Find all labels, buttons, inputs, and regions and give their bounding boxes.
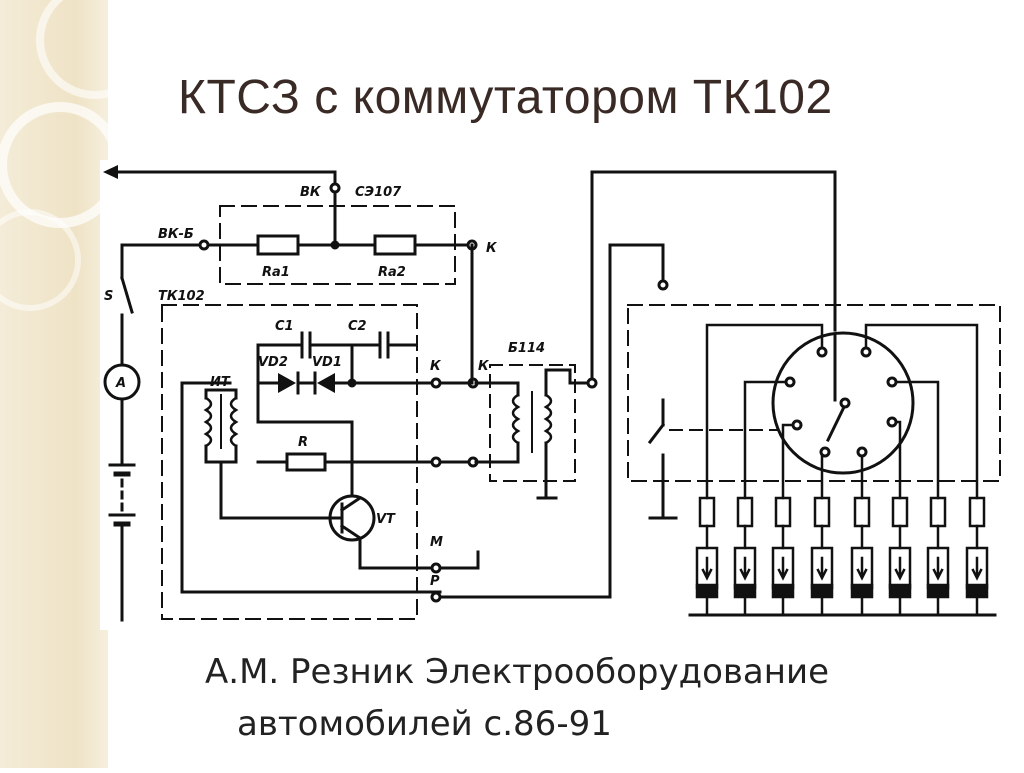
slide-title: КТСЗ с коммутатором ТК102	[178, 71, 833, 124]
label-p: Р	[430, 574, 440, 589]
breaker-contact	[647, 398, 791, 520]
label-vt: VT	[376, 512, 396, 527]
label-tk102: ТК102	[158, 289, 205, 304]
vk-wire	[103, 165, 341, 194]
label-ra1: Ra1	[262, 265, 290, 280]
ignition-coil-frame	[489, 364, 576, 482]
label-k-coil: К	[478, 359, 490, 374]
transistor-vt	[328, 494, 480, 570]
label-r: R	[298, 435, 308, 450]
label-vk-b: ВК-Б	[158, 227, 194, 242]
ignition-circuit-diagram: ВК СЭ107 ВК-Б К Ra1 Ra2 S ТК102 С1 С2 VD…	[103, 165, 1001, 622]
hv-wire	[590, 170, 837, 381]
label-c1: С1	[275, 319, 294, 334]
label-it: ИТ	[210, 375, 231, 390]
slide-caption: А.М. Резник Электрооборудование автомоби…	[205, 646, 985, 750]
label-m: М	[430, 535, 443, 550]
ignition-coil	[474, 368, 598, 500]
tk102-frame	[161, 304, 418, 620]
label-vk: ВК	[300, 185, 322, 200]
distributor-cap	[771, 331, 915, 475]
additional-resistors	[198, 190, 478, 256]
label-se107: СЭ107	[355, 185, 402, 200]
label-c2: С2	[348, 319, 367, 334]
caption-line-1: А.М. Резник Электрооборудование	[205, 652, 830, 692]
label-vd1: VD1	[312, 355, 342, 370]
label-s: S	[104, 289, 113, 304]
label-vd2: VD2	[258, 355, 288, 370]
diodes	[256, 371, 472, 395]
label-k-out: К	[430, 359, 442, 374]
decorative-side-strip	[0, 0, 154, 768]
distributor-frame	[627, 304, 1001, 482]
p-wire	[438, 243, 665, 599]
plug-wires	[705, 323, 979, 500]
pulse-transformer	[180, 381, 442, 594]
resistor-r	[256, 381, 472, 500]
label-ra2: Ra2	[378, 265, 406, 280]
spark-plugs	[688, 496, 997, 617]
ammeter-symbol: А	[115, 376, 126, 391]
caption-line-2: автомобилей с.86-91	[237, 704, 612, 744]
label-b114: Б114	[508, 341, 545, 356]
capacitors	[256, 331, 417, 385]
battery-circuit	[103, 243, 202, 622]
label-k-top: К	[486, 241, 498, 256]
